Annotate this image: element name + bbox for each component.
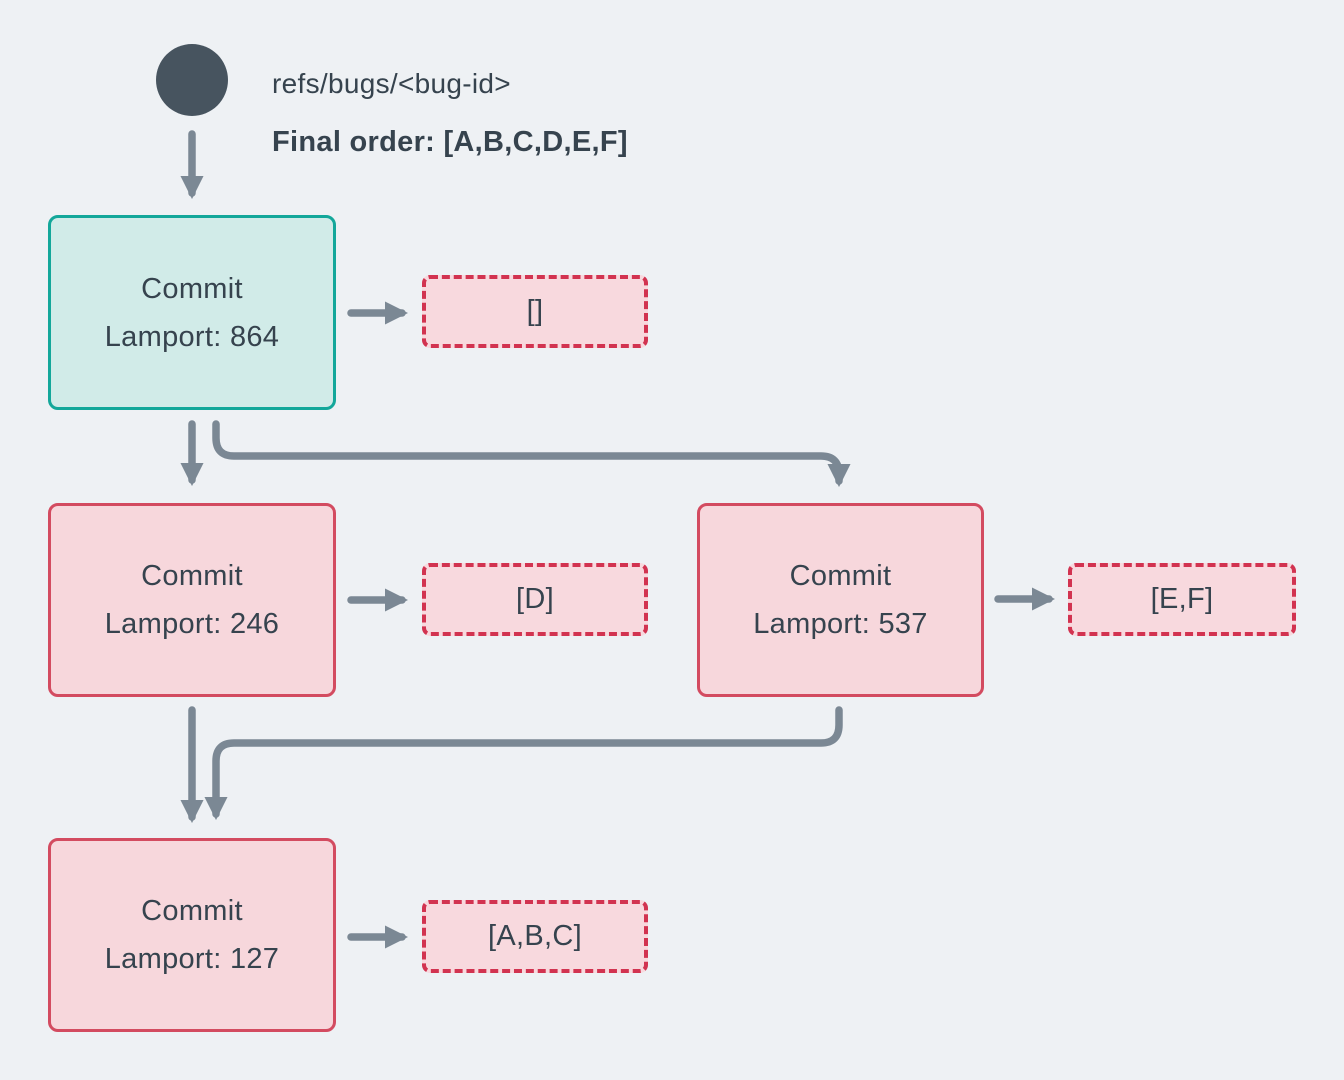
commit-node-246[interactable]: Commit Lamport: 246 xyxy=(48,503,336,697)
commit-lamport: Lamport: 246 xyxy=(104,608,280,640)
commit-title: Commit xyxy=(141,895,243,927)
payload-label: [D] xyxy=(516,583,554,615)
commit-node-537[interactable]: Commit Lamport: 537 xyxy=(697,503,984,697)
ref-head-icon xyxy=(156,44,228,116)
commit-node-864[interactable]: Commit Lamport: 864 xyxy=(48,215,336,410)
commit-title: Commit xyxy=(141,560,243,592)
payload-node-d[interactable]: [D] xyxy=(422,563,648,636)
payload-node-abc[interactable]: [A,B,C] xyxy=(422,900,648,973)
payload-node-empty[interactable]: [] xyxy=(422,275,648,348)
commit-lamport: Lamport: 864 xyxy=(104,320,280,353)
commit-lamport: Lamport: 537 xyxy=(753,608,928,640)
payload-node-ef[interactable]: [E,F] xyxy=(1068,563,1296,636)
commit-title: Commit xyxy=(141,272,243,305)
payload-label: [A,B,C] xyxy=(488,920,582,952)
ref-label: refs/bugs/<bug-id> xyxy=(272,68,511,99)
commit-lamport: Lamport: 127 xyxy=(104,943,280,975)
commit-node-127[interactable]: Commit Lamport: 127 xyxy=(48,838,336,1032)
final-order-label: Final order: [A,B,C,D,E,F] xyxy=(272,126,628,158)
payload-label: [E,F] xyxy=(1150,583,1214,615)
arrow-commit-537-to-commit-127 xyxy=(204,706,843,821)
arrow-commit-864-to-commit-537 xyxy=(212,420,851,488)
payload-label: [] xyxy=(526,295,544,327)
commit-title: Commit xyxy=(789,560,892,592)
